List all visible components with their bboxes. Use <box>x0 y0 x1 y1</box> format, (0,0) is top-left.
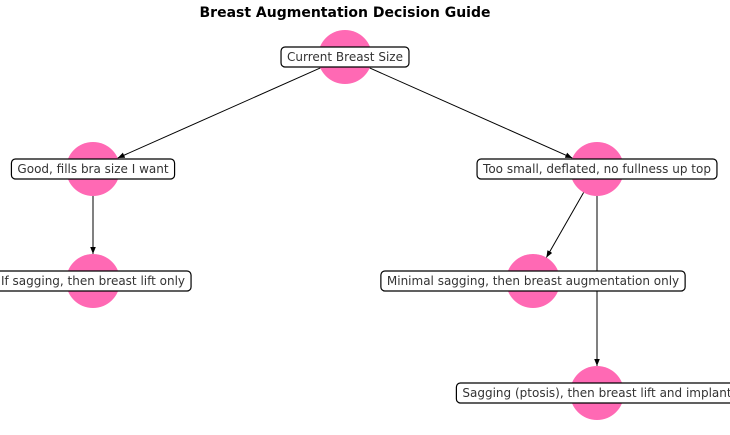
edge-small-to-aug-only <box>545 192 585 258</box>
node-circles-layer <box>66 30 624 420</box>
diagram-title: Breast Augmentation Decision Guide <box>200 5 491 21</box>
node-label-lift-implant: Sagging (ptosis), then breast lift and i… <box>462 386 730 400</box>
node-label-lift-only: If sagging, then breast lift only <box>1 274 185 288</box>
node-label-aug-only: Minimal sagging, then breast augmentatio… <box>387 274 679 288</box>
node-label-box-lift-implant <box>455 382 730 404</box>
node-lift-only: If sagging, then breast lift only <box>0 270 192 292</box>
node-label-box-good <box>10 158 176 180</box>
node-label-box-small <box>476 158 718 180</box>
node-aug-only: Minimal sagging, then breast augmentatio… <box>380 270 686 292</box>
edges-layer <box>90 67 600 366</box>
node-label-root: Current Breast Size <box>287 50 403 64</box>
node-small: Too small, deflated, no fullness up top <box>476 158 718 180</box>
node-label-box-lift-only <box>0 270 192 292</box>
node-root: Current Breast Size <box>280 46 410 68</box>
node-lift-implant: Sagging (ptosis), then breast lift and i… <box>455 382 730 404</box>
node-good: Good, fills bra size I want <box>10 158 176 180</box>
node-label-good: Good, fills bra size I want <box>17 162 168 176</box>
node-label-box-aug-only <box>380 270 686 292</box>
edge-root-to-good <box>117 67 321 159</box>
edge-root-to-small <box>369 67 573 159</box>
node-label-box-root <box>280 46 410 68</box>
node-label-small: Too small, deflated, no fullness up top <box>482 162 711 176</box>
